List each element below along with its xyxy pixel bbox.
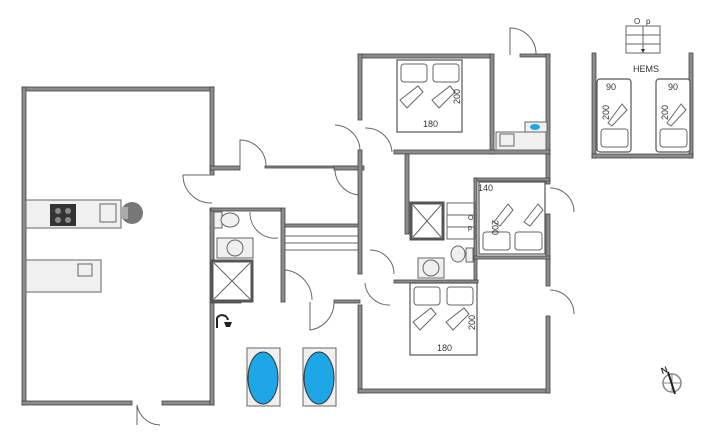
bed-width-label: 90 [668,82,678,92]
sink-icon [226,239,244,257]
bedroom-3-inner-door[interactable] [364,282,391,306]
hall-door[interactable] [364,127,393,153]
sink-icon [422,259,440,277]
outdoor-hot-tub-2 [302,347,337,407]
stairs [285,235,360,251]
compass-icon [662,371,682,395]
bed-length-label: 200 [490,220,500,235]
double-bed-180-top [396,59,463,133]
single-bed-2 [655,78,691,153]
kitchen-sink-icon [77,263,93,277]
stove-icon [50,204,76,226]
bedroom-1-door[interactable] [334,124,361,151]
toilet-icon [220,212,240,228]
outdoor-hot-tub-1 [246,347,281,407]
double-bed-180-bottom [409,282,478,356]
terrace-door[interactable] [182,174,213,204]
toilet-door[interactable] [249,211,279,239]
stair-label: O [468,215,474,222]
loft-label: HEMS [633,64,659,74]
bathroom-door-2[interactable] [309,301,335,331]
outdoor-shower-icon [216,314,232,328]
toilet-icon [450,245,466,263]
bedroom-3-door[interactable] [549,289,575,315]
bed-width-label: 180 [423,119,438,129]
bed-width-label: 140 [478,183,493,193]
stair-label: p [646,17,651,26]
bed-length-label: 200 [467,315,477,330]
bathroom-fixtures [210,211,254,303]
living-room-walls [21,86,215,406]
bed-width-label: 180 [437,343,452,353]
bathroom-3-door[interactable] [369,249,395,275]
bed-length-label: 200 [660,105,670,120]
bathroom-2-door[interactable] [509,27,537,55]
corridor-door[interactable] [334,169,361,196]
bed-width-label: 90 [606,82,616,92]
loft-stairs [625,25,661,54]
double-bed-140 [478,181,546,255]
compass-north-label: N [660,364,670,376]
kitchen-counter [25,199,143,293]
bathroom-door[interactable] [284,269,313,301]
bed-length-label: 200 [601,105,611,120]
stairs-2 [446,202,476,240]
stair-label: p [468,225,472,232]
stair-label: O [634,17,640,26]
single-bed-1 [596,78,632,153]
entry-door[interactable] [239,139,267,168]
bedroom-2-door[interactable] [549,187,575,213]
bed-length-label: 200 [452,89,462,104]
sink-icon [499,133,515,147]
living-room-door[interactable] [136,404,161,426]
